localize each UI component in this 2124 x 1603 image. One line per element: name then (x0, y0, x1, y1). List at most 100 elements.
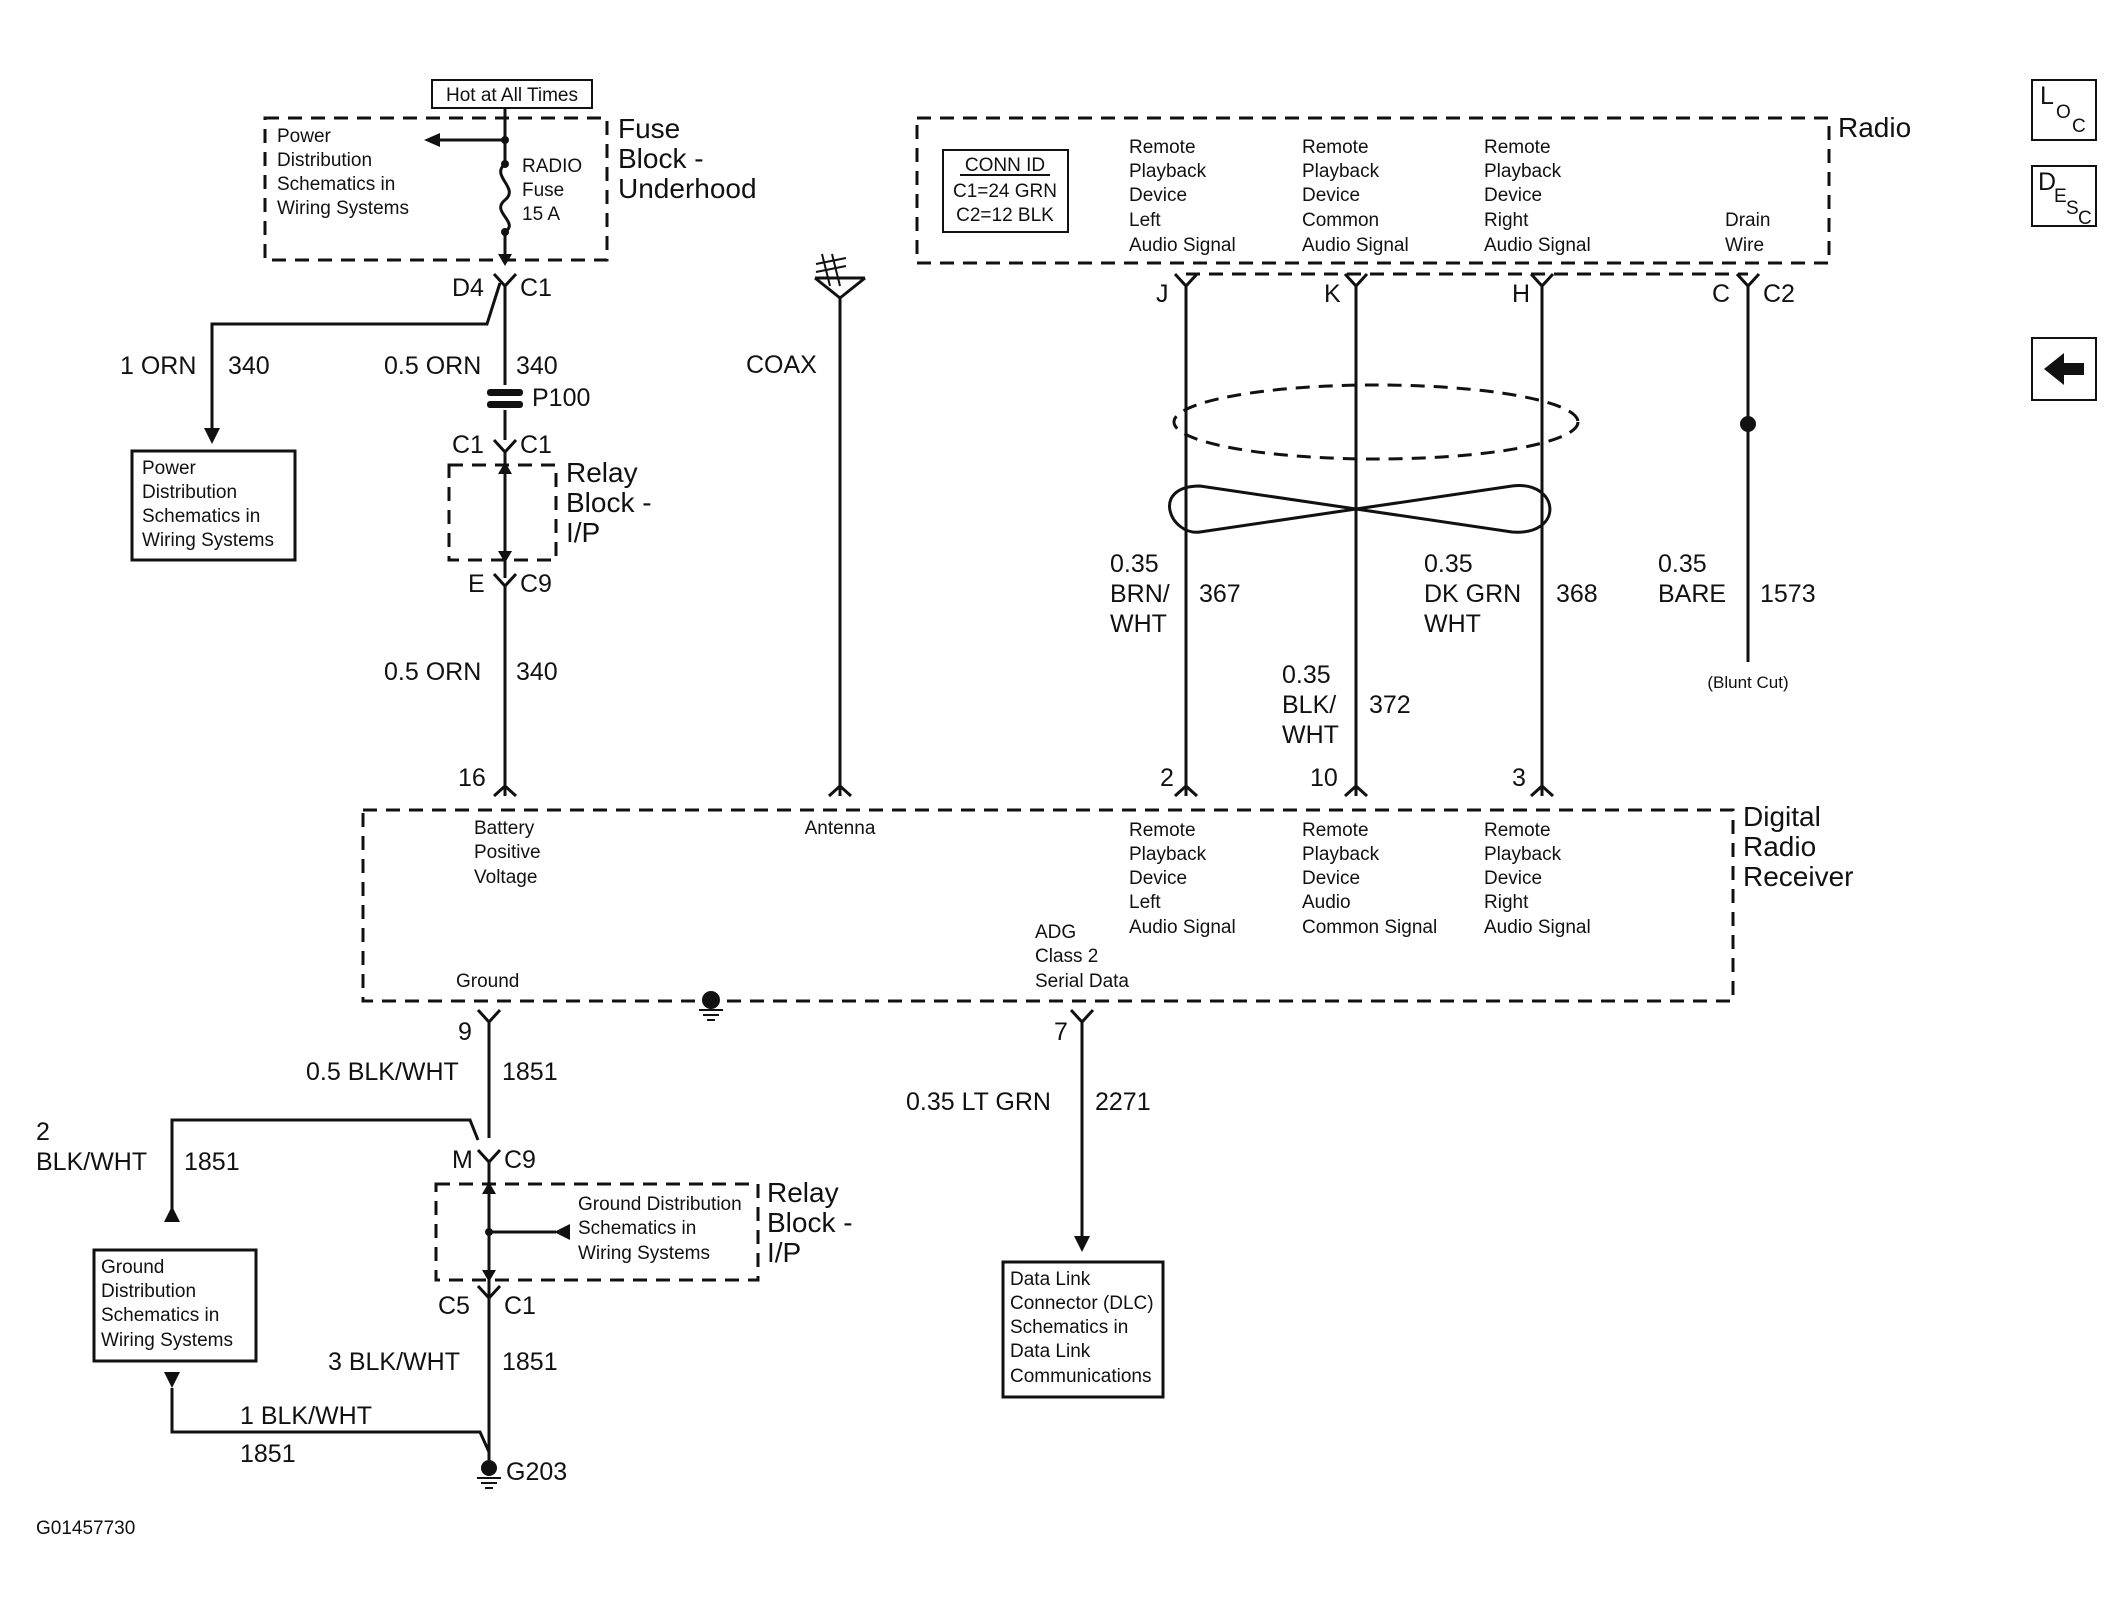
radio-c-line-1: Drain (1725, 210, 1770, 231)
wire-367-color-1: BRN/ (1110, 580, 1170, 608)
dlc-ref-box[interactable]: Data Link Connector (DLC) Schematics in … (1001, 1260, 1165, 1399)
ground-distribution-ref-box[interactable]: Ground Distribution Schematics in Wiring… (92, 1248, 258, 1363)
fuse-block-title-2: Block - (618, 143, 704, 174)
diagram-id: G01457730 (36, 1518, 135, 1539)
wire-1573-size: 0.35 (1658, 550, 1707, 578)
wire-368-circuit: 368 (1556, 580, 1598, 608)
receiver-battery-2: Positive (474, 842, 541, 863)
relay-bottom-c9: C9 (504, 1146, 536, 1174)
power-distribution-ref-box[interactable]: Power Distribution Schematics in Wiring … (130, 449, 297, 562)
wire-340-upper-label: 0.5 ORN (384, 352, 481, 380)
connector-d4-symbol (492, 272, 518, 289)
receiver-serial-3: Serial Data (1035, 971, 1129, 992)
receiver-right-1: Remote (1484, 820, 1551, 841)
relay-top-title-3: I/P (566, 517, 600, 548)
receiver-common-5: Common Signal (1302, 917, 1437, 938)
ground-g203-icon (477, 1460, 501, 1489)
radio-pin-k-desc: Remote Playback Device Common Audio Sign… (1302, 137, 1409, 256)
receiver-pin-3: 3 (1512, 764, 1526, 792)
dlc-line-4: Data Link (1010, 1341, 1091, 1362)
radio-pin-h: H (1512, 280, 1530, 308)
fuse-side-ref-1: Power (277, 126, 332, 147)
receiver-left-2: Playback (1129, 844, 1207, 865)
loc-sub2: C (2072, 116, 2086, 137)
fuse-symbol (499, 162, 511, 234)
ground-dist-line-3: Schematics in (101, 1305, 219, 1326)
relay-block-ip-bottom: Relay Block - I/P Ground Distribution Sc… (434, 1177, 853, 1282)
wire-340-lower-circuit: 340 (516, 658, 558, 686)
wire-1851-b-size: 2 (36, 1118, 50, 1146)
relay-bottom-ref-2: Schematics in (578, 1218, 696, 1239)
relay-top-c1-left: C1 (452, 431, 484, 459)
wire-340-upper-circuit: 340 (516, 352, 558, 380)
receiver-right-5: Audio Signal (1484, 917, 1591, 938)
wire-1573-circuit: 1573 (1760, 580, 1816, 608)
radio-pin-k: K (1324, 280, 1341, 308)
relay-bottom-c5: C5 (438, 1292, 470, 1320)
fuse-rating: 15 A (522, 204, 560, 225)
radio-k-line-2: Playback (1302, 161, 1380, 182)
desc-button[interactable]: D E S C (2031, 165, 2097, 229)
receiver-antenna: Antenna (805, 818, 876, 839)
hot-at-all-times-label: Hot at All Times (431, 79, 593, 109)
dlc-line-1: Data Link (1010, 1269, 1091, 1290)
dlc-line-3: Schematics in (1010, 1317, 1128, 1338)
twisted-pair-symbol (1168, 484, 1552, 534)
wire-367-color-2: WHT (1110, 610, 1167, 638)
radio-h-line-4: Right (1484, 210, 1529, 231)
radio-k-line-5: Audio Signal (1302, 235, 1409, 256)
wire-1orn-circuit: 340 (228, 352, 270, 380)
receiver-serial-2: Class 2 (1035, 946, 1098, 967)
radio-h-line-1: Remote (1484, 137, 1551, 158)
dlc-line-2: Connector (DLC) (1010, 1293, 1154, 1314)
p100-label: P100 (532, 384, 590, 412)
receiver-left-4: Left (1129, 892, 1161, 913)
back-button[interactable] (2031, 337, 2097, 401)
receiver-ground-label: Ground (456, 971, 519, 992)
radio-pin-c: C (1712, 280, 1730, 308)
ground-dist-line-4: Wiring Systems (101, 1330, 233, 1351)
wire-1851-d-label: 1 BLK/WHT (240, 1402, 372, 1430)
radio-pin-j-desc: Remote Playback Device Left Audio Signal (1129, 137, 1236, 256)
wire-1851-d-circuit: 1851 (240, 1440, 296, 1468)
shield-ellipse (1172, 383, 1580, 461)
wire-367-circuit: 367 (1199, 580, 1241, 608)
loc-button[interactable]: L O C (2031, 79, 2097, 141)
desc-sub1: E (2054, 186, 2067, 207)
radio-component: Radio CONN ID C1=24 GRN C2=12 BLK Remote… (915, 112, 1911, 265)
wire-1573-blunt-cut: (Blunt Cut) (1707, 673, 1788, 692)
receiver-pin-7: 7 (1054, 1018, 1068, 1046)
fuse-word: Fuse (522, 180, 564, 201)
relay-top-title-2: Block - (566, 487, 652, 518)
wire-1851-c-circuit: 1851 (502, 1348, 558, 1376)
radio-title: Radio (1838, 112, 1911, 143)
wire-372-circuit: 372 (1369, 691, 1411, 719)
relay-top-pin-e: E (468, 570, 485, 598)
wire-1851-b-color: BLK/WHT (36, 1148, 147, 1176)
radio-j-line-1: Remote (1129, 137, 1196, 158)
relay-bottom-ref-3: Wiring Systems (578, 1243, 710, 1264)
radio-k-line-1: Remote (1302, 137, 1369, 158)
conn-id-c1: C1=24 GRN (953, 181, 1057, 202)
fuse-block-title-1: Fuse (618, 113, 680, 144)
fuse-name: RADIO (522, 156, 582, 177)
fuse-side-ref-4: Wiring Systems (277, 198, 409, 219)
wire-372-size: 0.35 (1282, 661, 1331, 689)
fuse-side-ref-2: Distribution (277, 150, 372, 171)
left-arrow-icon (2044, 353, 2084, 385)
radio-pin-j: J (1156, 280, 1169, 308)
fuse-side-ref-3: Schematics in (277, 174, 395, 195)
wire-1573-color: BARE (1658, 580, 1726, 608)
relay-top-title-1: Relay (566, 457, 638, 488)
loc-sub1: O (2056, 102, 2071, 123)
radio-j-line-4: Left (1129, 210, 1161, 231)
receiver-pin-2: 2 (1160, 764, 1174, 792)
receiver-left-5: Audio Signal (1129, 917, 1236, 938)
receiver-common-4: Audio (1302, 892, 1351, 913)
receiver-title-2: Radio (1743, 831, 1816, 862)
antenna-symbol (814, 253, 866, 300)
fuse-block-title-3: Underhood (618, 173, 757, 204)
receiver-right-3: Device (1484, 868, 1542, 889)
loc-big: L (2040, 82, 2054, 110)
